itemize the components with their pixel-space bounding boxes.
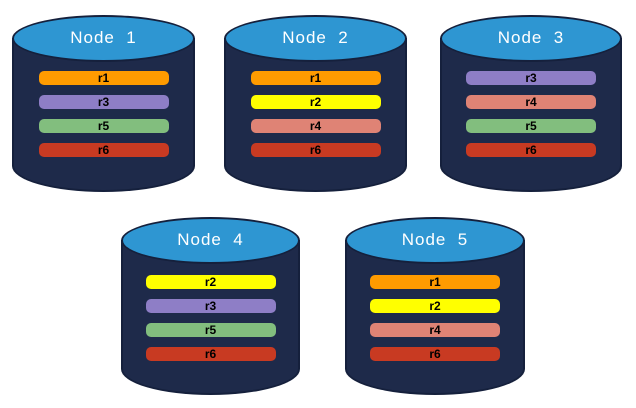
node-2-title: Node 2 [282,27,349,47]
partition-bar-r4: r4 [250,119,381,133]
partition-bar-r6: r6 [466,143,596,157]
node-5-cylinder: Node 5 r1 r2 r4 r6 [345,217,525,395]
partition-bar-r3: r3 [145,299,276,313]
partition-bar-r6: r6 [38,143,169,157]
node-1-cylinder-top: Node 1 [12,15,195,62]
partition-bar-r6: r6 [370,347,500,361]
node-3-cylinder: Node 3 r3 r4 r5 r6 [440,15,622,192]
node-5-cylinder-top: Node 5 [345,217,525,264]
node-4-title: Node 4 [177,229,244,249]
node-4-cylinder-body [121,240,300,395]
node-2-cylinder-top: Node 2 [224,15,407,62]
partition-bar-r6: r6 [250,143,381,157]
node-2-partition-list: r1 r2 r4 r6 [224,71,407,157]
partition-bar-r5: r5 [38,119,169,133]
partition-bar-r6: r6 [145,347,276,361]
partition-bar-r5: r5 [145,323,276,337]
node-3-title: Node 3 [497,27,565,47]
partition-bar-r2: r2 [145,275,276,289]
node-3-cylinder-top: Node 3 [440,15,622,62]
node-4-partition-list: r2 r3 r5 r6 [121,275,300,361]
node-2-cylinder: Node 2 r1 r2 r4 r6 [224,15,407,192]
partition-bar-r2: r2 [370,299,500,313]
node-1-cylinder-body [12,38,195,192]
partition-bar-r1: r1 [38,71,169,85]
partition-bar-r1: r1 [370,275,500,289]
partition-bar-r4: r4 [466,95,596,109]
partition-bar-r3: r3 [38,95,169,109]
partition-bar-r2: r2 [250,95,381,109]
node-1-partition-list: r1 r3 r5 r6 [12,71,195,157]
node-5-title: Node 5 [401,229,469,249]
node-1-cylinder: Node 1 r1 r3 r5 r6 [12,15,195,192]
node-1-title: Node 1 [70,27,137,47]
node-2-cylinder-body [224,38,407,192]
node-5-cylinder-body [345,240,525,395]
node-3-partition-list: r3 r4 r5 r6 [440,71,622,157]
partition-bar-r5: r5 [466,119,596,133]
partition-bar-r1: r1 [250,71,381,85]
node-3-cylinder-body [440,38,622,192]
node-4-cylinder: Node 4 r2 r3 r5 r6 [121,217,300,395]
node-4-cylinder-top: Node 4 [121,217,300,264]
partition-bar-r4: r4 [370,323,500,337]
partition-bar-r3: r3 [466,71,596,85]
node-5-partition-list: r1 r2 r4 r6 [345,275,525,361]
